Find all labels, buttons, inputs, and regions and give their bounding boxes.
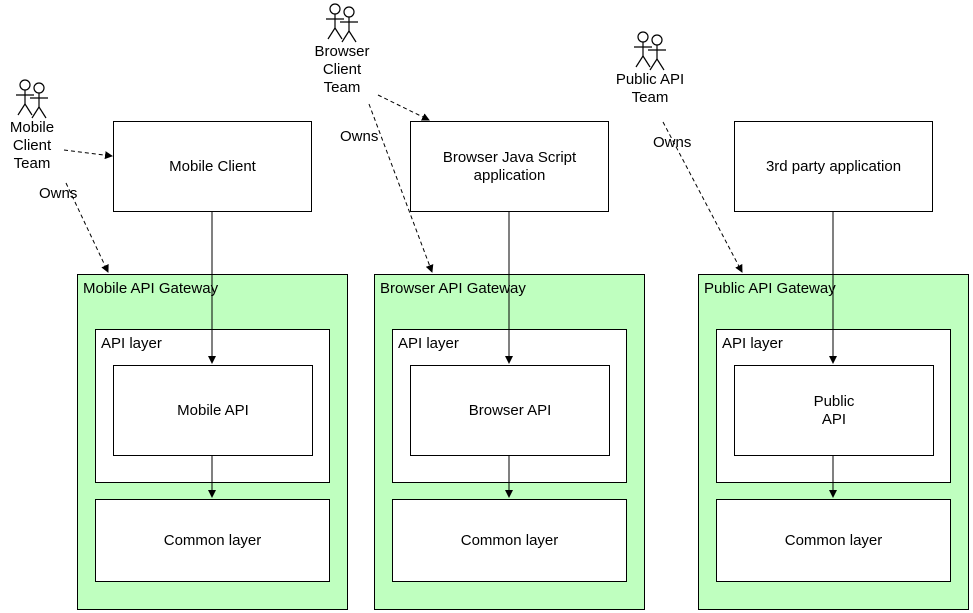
people-icon [634, 31, 666, 71]
team-label: Mobile Client Team [9, 119, 55, 172]
api-layer-label: API layer [398, 335, 459, 352]
gateway-title: Browser API Gateway [380, 280, 526, 297]
api-layer: API layer Mobile API [95, 329, 330, 483]
common-layer-box: Common layer [392, 499, 627, 582]
team-to-client-arrow [63, 149, 113, 160]
owns-label: Owns [39, 185, 78, 202]
team-label: Public API Team [615, 71, 685, 106]
mobile-client-box: Mobile Client [113, 121, 312, 212]
common-layer-box: Common layer [716, 499, 951, 582]
api-layer-label: API layer [722, 335, 783, 352]
public-api-gateway: Public API Gateway API layer Public API … [698, 274, 969, 610]
browser-client-team: Browser Client Team [308, 3, 376, 97]
mobile-api-gateway: Mobile API Gateway API layer Mobile API … [77, 274, 348, 610]
public-api-box: Public API [734, 365, 934, 456]
public-api-team: Public API Team [606, 31, 694, 107]
gateway-title: Public API Gateway [704, 280, 836, 297]
team-label: Browser Client Team [314, 43, 370, 96]
owns-label: Owns [653, 134, 692, 151]
browser-app-box: Browser Java Script application [410, 121, 609, 212]
gateway-title: Mobile API Gateway [83, 280, 219, 297]
team-to-client-arrow [377, 94, 430, 121]
mobile-client-team: Mobile Client Team [2, 79, 62, 173]
owns-label: Owns [340, 128, 379, 145]
third-party-app-box: 3rd party application [734, 121, 933, 212]
people-icon [326, 3, 358, 43]
api-layer: API layer Browser API [392, 329, 627, 483]
browser-api-box: Browser API [410, 365, 610, 456]
browser-api-gateway: Browser API Gateway API layer Browser AP… [374, 274, 645, 610]
mobile-api-box: Mobile API [113, 365, 313, 456]
people-icon [16, 79, 48, 119]
common-layer-box: Common layer [95, 499, 330, 582]
api-layer: API layer Public API [716, 329, 951, 483]
api-layer-label: API layer [101, 335, 162, 352]
